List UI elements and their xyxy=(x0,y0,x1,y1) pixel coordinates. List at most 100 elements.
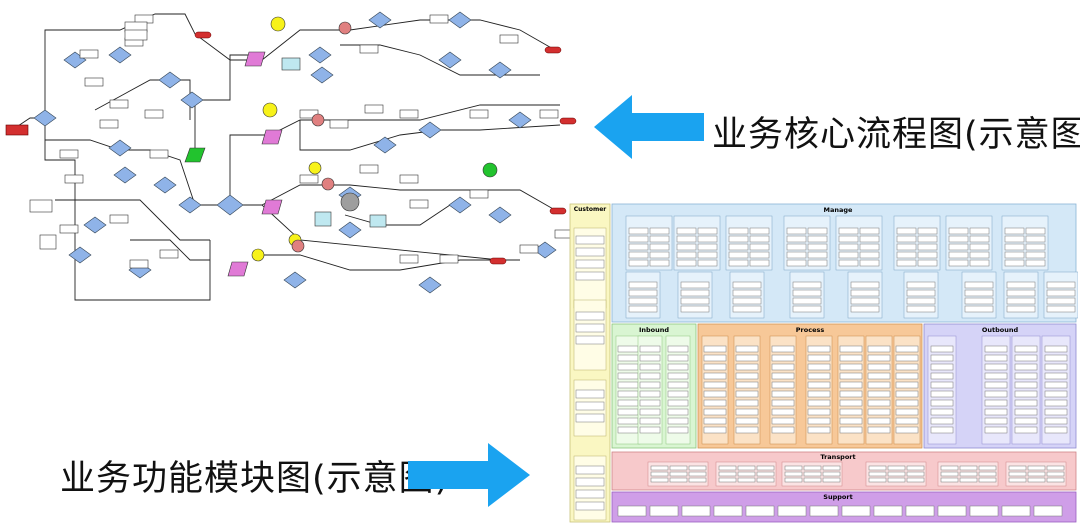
module-box xyxy=(728,243,749,251)
module-box xyxy=(867,345,891,353)
module-box xyxy=(667,417,689,425)
module-box xyxy=(676,235,697,243)
terminal-node xyxy=(559,117,577,125)
process-node xyxy=(159,249,179,259)
module-box xyxy=(639,345,661,353)
terminal-node xyxy=(194,31,212,39)
module-box xyxy=(1006,305,1036,313)
process-node xyxy=(59,149,79,159)
support-section-title: Support xyxy=(823,493,852,501)
module-box xyxy=(917,243,938,251)
module-box xyxy=(771,354,795,362)
module-box xyxy=(680,281,710,289)
module-box xyxy=(1025,243,1046,251)
support-box xyxy=(1033,505,1063,517)
decision-node xyxy=(83,216,107,234)
module-box xyxy=(728,259,749,267)
module-box xyxy=(807,259,828,267)
module-box xyxy=(1027,471,1046,477)
module-box xyxy=(639,417,661,425)
module-box xyxy=(756,465,775,471)
module-box xyxy=(669,477,688,483)
module-box xyxy=(838,251,859,259)
module-box xyxy=(697,251,718,259)
module-box xyxy=(756,477,775,483)
process-node xyxy=(29,199,53,213)
module-box xyxy=(786,243,807,251)
module-box xyxy=(930,363,954,371)
module-box xyxy=(839,363,863,371)
module-box xyxy=(1046,465,1065,471)
process-module xyxy=(769,335,797,445)
module-box xyxy=(1046,477,1065,483)
module-box xyxy=(969,227,990,235)
module-box xyxy=(838,235,859,243)
module-box xyxy=(887,465,906,471)
module-box xyxy=(1046,305,1076,313)
module-box xyxy=(867,399,891,407)
io-node xyxy=(244,51,266,67)
module-box xyxy=(1044,345,1068,353)
module-box xyxy=(807,408,831,416)
module-box xyxy=(667,345,689,353)
module-box xyxy=(896,251,917,259)
module-box xyxy=(1044,381,1068,389)
decision-node xyxy=(308,46,332,64)
module-box xyxy=(1014,417,1038,425)
arrow-left-icon xyxy=(594,95,704,159)
decision-node xyxy=(68,246,92,264)
module-box xyxy=(1044,399,1068,407)
module-box xyxy=(617,381,639,389)
process-flow-caption: 业务核心流程图(示意图) xyxy=(712,115,1080,155)
module-box xyxy=(964,289,994,297)
module-box xyxy=(1008,477,1027,483)
module-box xyxy=(667,426,689,434)
module-box xyxy=(749,235,770,243)
module-box xyxy=(930,354,954,362)
module-box xyxy=(839,345,863,353)
decision-node xyxy=(178,196,202,214)
module-box xyxy=(575,247,605,257)
module-box xyxy=(930,399,954,407)
module-box xyxy=(978,465,997,471)
module-box xyxy=(807,235,828,243)
module-box xyxy=(703,381,727,389)
module-box xyxy=(617,372,639,380)
module-box xyxy=(1004,227,1025,235)
module-box xyxy=(728,227,749,235)
module-box xyxy=(575,271,605,281)
module-box xyxy=(803,477,822,483)
module-box xyxy=(868,465,887,471)
process-module xyxy=(865,335,893,445)
module-box xyxy=(728,251,749,259)
module-box xyxy=(650,465,669,471)
module-box xyxy=(1025,251,1046,259)
module-box xyxy=(1046,289,1076,297)
module-box xyxy=(575,465,605,475)
support-box xyxy=(969,505,999,517)
module-box xyxy=(930,390,954,398)
event-node xyxy=(291,239,305,253)
module-box xyxy=(649,243,670,251)
module-box xyxy=(732,289,762,297)
decision-node xyxy=(338,221,362,239)
support-box xyxy=(617,505,647,517)
decision-node xyxy=(373,136,397,154)
io-node xyxy=(261,129,283,145)
module-box xyxy=(807,417,831,425)
module-box xyxy=(676,227,697,235)
module-box xyxy=(771,372,795,380)
module-box xyxy=(688,477,707,483)
module-box xyxy=(737,465,756,471)
event-node xyxy=(482,162,498,178)
support-box xyxy=(1001,505,1031,517)
module-box xyxy=(628,289,658,297)
manage-section-title: Manage xyxy=(824,206,854,214)
process-node xyxy=(149,149,169,159)
process-node xyxy=(409,199,429,209)
decision-node xyxy=(488,206,512,224)
transport-section-title: Transport xyxy=(820,453,855,461)
module-box xyxy=(735,390,759,398)
module-box xyxy=(1006,297,1036,305)
module-box xyxy=(807,243,828,251)
